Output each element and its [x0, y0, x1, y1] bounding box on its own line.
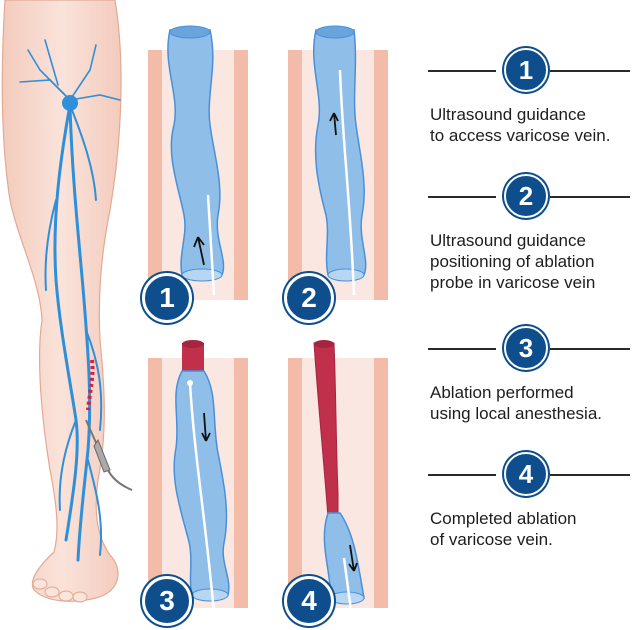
leg-shape: [1, 0, 122, 602]
direction-arrow: [348, 544, 358, 572]
step-badge-4: 4: [504, 452, 548, 496]
panel-step-4: 4: [284, 333, 388, 626]
vein-junction: [62, 95, 78, 111]
step-description-4: Completed ablation of varicose vein.: [430, 509, 577, 549]
leg-illustration: [1, 0, 133, 603]
step-description-2: Ultrasound guidance positioning of ablat…: [430, 231, 596, 292]
step-badge-2: 2: [504, 174, 548, 218]
probe: [338, 69, 356, 296]
step-badge-3: 3: [504, 326, 548, 370]
upper-veins: [19, 39, 121, 101]
step-description-3: Ablation performed using local anesthesi…: [430, 383, 603, 423]
probe: [206, 194, 216, 296]
panel-badge-1: 1: [142, 273, 192, 323]
probe: [188, 382, 216, 614]
probe: [342, 557, 354, 619]
divider-line: [428, 474, 496, 476]
divider-line: [428, 70, 496, 72]
direction-arrow: [193, 236, 205, 266]
panel-badge-3: 3: [142, 576, 192, 626]
leg-veins: [44, 103, 103, 562]
divider-line: [550, 474, 630, 476]
divider-line: [428, 348, 496, 350]
step-badge-1: 1: [504, 48, 548, 92]
step-description-1: Ultrasound guidance to access varicose v…: [430, 105, 611, 145]
probe-handle: [93, 438, 111, 473]
panel-badge-4: 4: [284, 576, 334, 626]
toes: [32, 578, 88, 603]
panel-badge-2: 2: [284, 273, 334, 323]
divider-line: [428, 196, 496, 198]
panel-step-2: 2: [284, 25, 388, 323]
divider-line: [550, 70, 630, 72]
divider-line: [550, 196, 630, 198]
direction-arrow: [329, 112, 339, 136]
divider-line: [550, 348, 630, 350]
panel-step-1: 1: [142, 25, 248, 323]
panel-step-3: 3: [142, 333, 248, 626]
ablated-vein-top: [182, 343, 204, 371]
direction-arrow: [201, 412, 211, 442]
